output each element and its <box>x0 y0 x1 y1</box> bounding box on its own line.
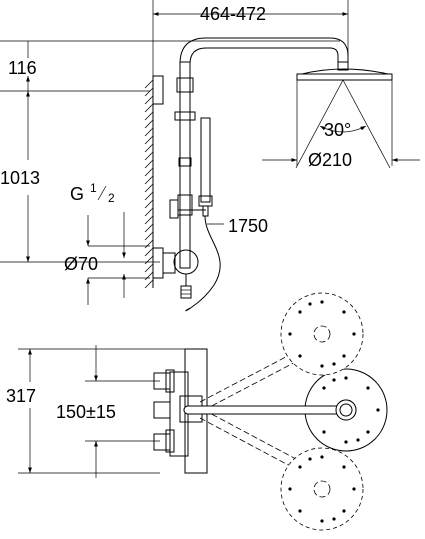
nozzle-dot <box>298 310 302 314</box>
wall-hatch-line <box>144 127 154 137</box>
top-offset-dimension: 116 <box>0 40 340 92</box>
nozzle-dot <box>320 519 324 523</box>
nozzle-dot <box>366 430 370 434</box>
wall-hatch-line <box>144 239 154 249</box>
inlet-spacing-label: 150±15 <box>56 402 116 422</box>
spray-angle-dimension: 30° <box>295 79 391 169</box>
riser-pipe <box>174 61 196 269</box>
wall-hatch-line <box>144 151 154 161</box>
height-label: 1013 <box>0 168 40 188</box>
nozzle-dot <box>332 378 336 382</box>
thread-callout: G 1 2 <box>70 181 126 298</box>
wall-hatch-line <box>144 231 154 241</box>
nozzle-dot <box>322 430 326 434</box>
wall-hatch-line <box>144 87 154 97</box>
wall-hatch-line <box>144 215 154 225</box>
inlet-spacing-dimension: 150±15 <box>56 345 160 478</box>
nozzle-dot <box>320 364 324 368</box>
rail-height-label: 1750 <box>228 216 268 236</box>
nozzle-dot <box>352 487 356 491</box>
nozzle-dot <box>332 362 336 366</box>
wall-hatch-line <box>144 143 154 153</box>
nozzle-dot <box>320 300 324 304</box>
thread-letter: G <box>70 184 84 204</box>
nozzle-dot <box>342 509 346 513</box>
nozzle-dot <box>352 332 356 336</box>
wall-hatch-line <box>144 111 154 121</box>
wall-hatch-line <box>144 79 154 89</box>
wall-hatch-line <box>144 167 154 177</box>
depth-label: 317 <box>6 386 36 406</box>
arm-lower-position <box>199 409 364 531</box>
slider-bracket: 1750 <box>169 199 268 236</box>
hand-shower <box>198 117 213 217</box>
nozzle-dot <box>376 408 380 412</box>
mixer-connection <box>152 247 199 299</box>
wall-hatch-line <box>144 135 154 145</box>
wall-hatch-line <box>144 119 154 129</box>
nozzle-dot <box>356 438 360 442</box>
nozzle-dot <box>288 332 292 336</box>
wall-hatch-line <box>144 103 154 113</box>
nozzle-dot <box>366 386 370 390</box>
wall-hatch-line <box>144 207 154 217</box>
nozzle-dot <box>298 354 302 358</box>
nozzle-dot <box>288 487 292 491</box>
nozzle-dot <box>342 465 346 469</box>
wall-hatch-line <box>144 279 154 289</box>
nozzle-dot <box>344 440 348 444</box>
wall-hatch-line <box>144 159 154 169</box>
head-diameter-label: Ø210 <box>308 150 352 170</box>
top-offset-label: 116 <box>8 58 37 78</box>
wall-hatch-line <box>144 191 154 201</box>
wall-hatch-line <box>144 263 154 273</box>
height-dimension: 1013 <box>0 91 160 263</box>
wall-hatch-line <box>144 199 154 209</box>
escutcheon-label: Ø70 <box>64 254 98 274</box>
nozzle-dot <box>298 509 302 513</box>
nozzle-dot <box>342 310 346 314</box>
wall-hatch-line <box>144 247 154 257</box>
depth-dimension: 317 <box>6 348 185 474</box>
nozzle-dot <box>298 465 302 469</box>
wall-hatch-line <box>144 175 154 185</box>
nozzle-dot <box>308 302 312 306</box>
plan-view: 317 150±15 <box>6 292 388 531</box>
nozzle-dot <box>344 376 348 380</box>
shower-head <box>296 61 393 81</box>
upper-wall-bracket <box>152 75 164 105</box>
head-diameter-dimension: Ø210 <box>262 80 420 170</box>
side-view: 464-472 116 1013 G 1 2 <box>0 0 420 312</box>
wall-hatch-line <box>144 183 154 193</box>
wall-hatch-line <box>144 95 154 105</box>
nozzle-dot <box>308 457 312 461</box>
escutcheon-dimension: Ø70 <box>64 215 150 305</box>
wall-section <box>144 76 154 289</box>
thread-denominator: 2 <box>108 191 115 205</box>
arm-upper-position <box>199 292 364 411</box>
nozzle-dot <box>342 354 346 358</box>
wall-hatch-line <box>144 255 154 265</box>
nozzle-dot <box>320 455 324 459</box>
nozzle-dot <box>322 386 326 390</box>
overhead-arm <box>179 37 349 65</box>
wall-hatch-line <box>144 271 154 281</box>
arm-reach-label: 464-472 <box>200 4 266 24</box>
arm-reach-dimension: 464-472 <box>153 4 348 24</box>
thread-numerator: 1 <box>90 181 97 195</box>
wall-hatch-line <box>144 223 154 233</box>
nozzle-dot <box>332 517 336 521</box>
spray-angle-label: 30° <box>324 120 351 140</box>
hose <box>185 215 221 312</box>
